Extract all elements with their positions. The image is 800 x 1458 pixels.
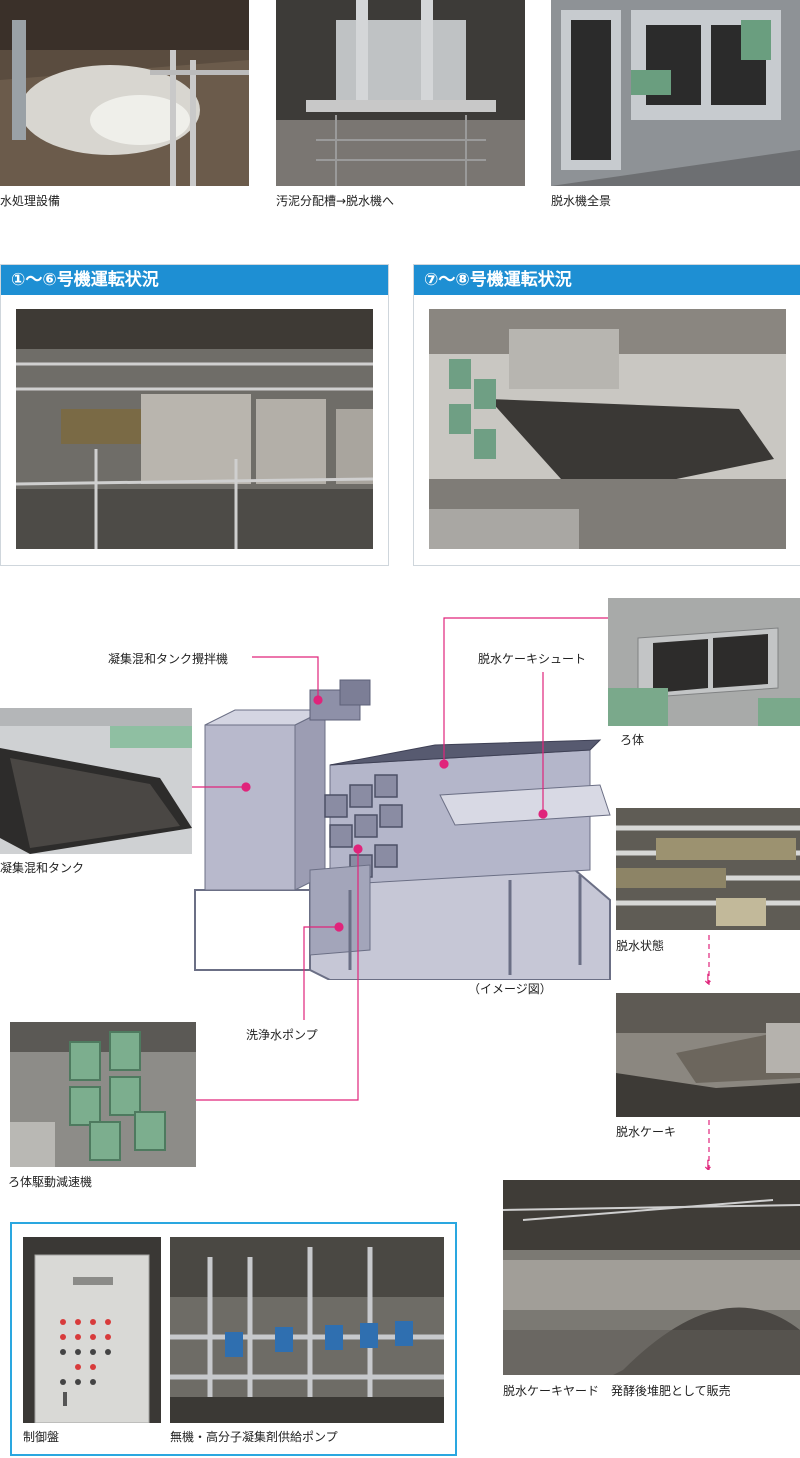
top-photo-caption-2: 汚泥分配槽→脱水機へ: [276, 194, 395, 208]
coagulant-pump-photo: [170, 1237, 444, 1423]
label-image-note: （イメージ図）: [468, 982, 552, 996]
status-panel-units-1-6: ①〜⑥号機運転状況: [0, 264, 389, 566]
flow-arrow-1: ↓: [702, 972, 714, 988]
cake-yard-photo: [503, 1180, 800, 1375]
status-panel-units-7-8: ⑦〜⑧号機運転状況: [413, 264, 800, 566]
dehydrator-overview-photo: [551, 0, 800, 186]
label-coagulant-pump: 無機・高分子凝集剤供給ポンプ: [170, 1430, 338, 1444]
label-dehydration-state: 脱水状態: [616, 939, 665, 953]
label-flocculation-tank: 凝集混和タンク: [0, 861, 85, 875]
units-7-8-photo: [429, 309, 786, 549]
label-control-panel: 制御盤: [23, 1430, 60, 1444]
dehydrated-cake-photo: [616, 993, 800, 1117]
label-filter-body: ろ体: [620, 733, 645, 747]
top-photo-caption-3: 脱水機全景: [551, 194, 612, 208]
filter-drive-reducer-photo: [10, 1022, 196, 1167]
control-section-frame: [10, 1222, 457, 1456]
top-photo-caption-1: 水処理設備: [0, 194, 61, 208]
label-dehydrated-cake: 脱水ケーキ: [616, 1125, 677, 1139]
filter-body-photo: [608, 598, 800, 726]
water-treatment-photo: [0, 0, 249, 186]
sludge-distribution-tank-photo: [276, 0, 525, 186]
panel-title-units-7-8: ⑦〜⑧号機運転状況: [414, 265, 800, 295]
units-1-6-photo: [16, 309, 373, 549]
dehydration-state-photo: [616, 808, 800, 930]
label-filter-drive-reducer: ろ体駆動減速機: [8, 1175, 93, 1189]
flow-arrow-2: ↓: [702, 1158, 714, 1174]
label-cake-chute: 脱水ケーキシュート: [478, 652, 587, 666]
panel-title-units-1-6: ①〜⑥号機運転状況: [1, 265, 388, 295]
label-cake-yard: 脱水ケーキヤード 発酵後堆肥として販売: [503, 1384, 731, 1398]
label-mixer: 凝集混和タンク攪拌機: [108, 652, 229, 666]
flocculation-tank-photo: [0, 708, 192, 854]
dehydrator-illustration: [190, 650, 620, 980]
control-panel-photo: [23, 1237, 161, 1423]
label-wash-pump: 洗浄水ポンプ: [246, 1028, 318, 1042]
